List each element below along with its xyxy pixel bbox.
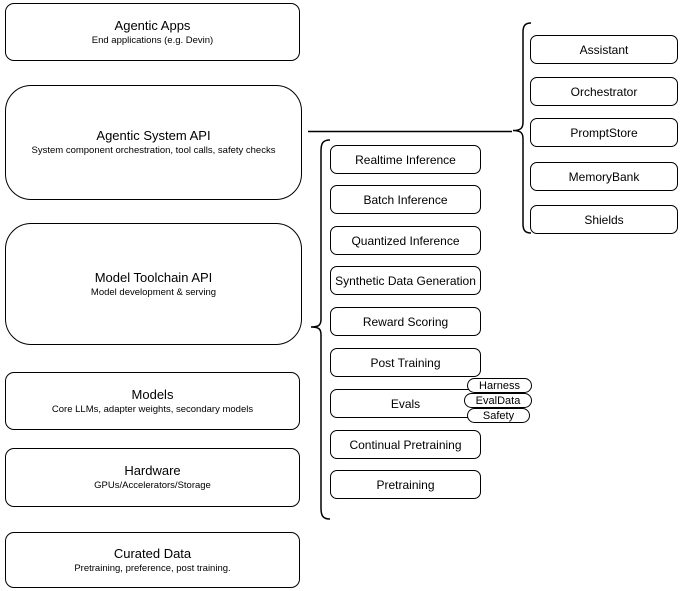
- toolchain-item-label: Post Training: [370, 355, 441, 370]
- layer-agentic-system-api: Agentic System API System component orch…: [5, 85, 302, 200]
- toolchain-item-pretraining: Pretraining: [330, 470, 481, 499]
- toolchain-item-label: Batch Inference: [363, 192, 448, 207]
- toolchain-item-label: Realtime Inference: [355, 152, 456, 167]
- system-component-promptstore: PromptStore: [530, 118, 678, 147]
- layer-agentic-apps: Agentic Apps End applications (e.g. Devi…: [5, 3, 300, 61]
- evals-tag-safety: Safety: [467, 408, 530, 423]
- system-component-orchestrator: Orchestrator: [530, 77, 678, 106]
- system-component-assistant: Assistant: [530, 35, 678, 64]
- layer-curated-data: Curated Data Pretraining, preference, po…: [5, 532, 300, 588]
- layer-hardware: Hardware GPUs/Accelerators/Storage: [5, 448, 300, 507]
- toolchain-item-synthetic-data-generation: Synthetic Data Generation: [330, 266, 481, 295]
- toolchain-item-continual-pretraining: Continual Pretraining: [330, 430, 481, 459]
- toolchain-item-post-training: Post Training: [330, 348, 481, 377]
- evals-tag-label: Harness: [479, 379, 520, 392]
- layer-model-toolchain-api: Model Toolchain API Model development & …: [5, 223, 302, 345]
- layer-title: Curated Data: [113, 545, 192, 561]
- evals-tag-evaldata: EvalData: [464, 393, 532, 408]
- layer-title: Hardware: [124, 463, 181, 478]
- system-component-shields: Shields: [530, 205, 678, 234]
- toolchain-brace: [310, 139, 331, 520]
- layer-subtitle: Core LLMs, adapter weights, secondary mo…: [51, 403, 254, 415]
- system-component-label: Shields: [584, 212, 624, 227]
- evals-tag-harness: Harness: [467, 378, 532, 393]
- evals-tag-label: Safety: [482, 409, 515, 422]
- toolchain-item-batch-inference: Batch Inference: [330, 185, 481, 214]
- toolchain-item-label: Continual Pretraining: [349, 437, 462, 452]
- evals-tag-label: EvalData: [475, 394, 521, 407]
- system-component-label: Assistant: [579, 42, 629, 57]
- system-component-label: Orchestrator: [570, 84, 638, 99]
- layer-title: Agentic Apps: [114, 17, 191, 33]
- toolchain-item-label: Pretraining: [376, 477, 435, 492]
- layer-title: Models: [131, 386, 174, 402]
- system-component-label: MemoryBank: [568, 169, 640, 184]
- layer-subtitle: GPUs/Accelerators/Storage: [94, 480, 211, 491]
- system-component-memorybank: MemoryBank: [530, 162, 678, 191]
- layer-title: Agentic System API: [96, 128, 211, 143]
- layer-subtitle: Model development & serving: [90, 286, 217, 298]
- toolchain-item-label: Evals: [390, 396, 421, 411]
- layer-subtitle: Pretraining, preference, post training.: [74, 562, 231, 574]
- layer-subtitle: End applications (e.g. Devin): [91, 34, 214, 46]
- system-component-label: PromptStore: [570, 125, 638, 140]
- toolchain-item-reward-scoring: Reward Scoring: [330, 307, 481, 336]
- layer-models: Models Core LLMs, adapter weights, secon…: [5, 372, 300, 430]
- toolchain-item-label: Synthetic Data Generation: [335, 273, 476, 288]
- layer-subtitle: System component orchestration, tool cal…: [31, 145, 276, 156]
- system-components-brace: [512, 22, 532, 234]
- toolchain-item-evals: Evals: [330, 389, 481, 418]
- toolchain-item-label: Reward Scoring: [362, 314, 449, 329]
- toolchain-item-quantized-inference: Quantized Inference: [330, 226, 481, 255]
- layer-title: Model Toolchain API: [94, 269, 213, 285]
- toolchain-item-label: Quantized Inference: [351, 233, 460, 248]
- toolchain-item-realtime-inference: Realtime Inference: [330, 145, 481, 174]
